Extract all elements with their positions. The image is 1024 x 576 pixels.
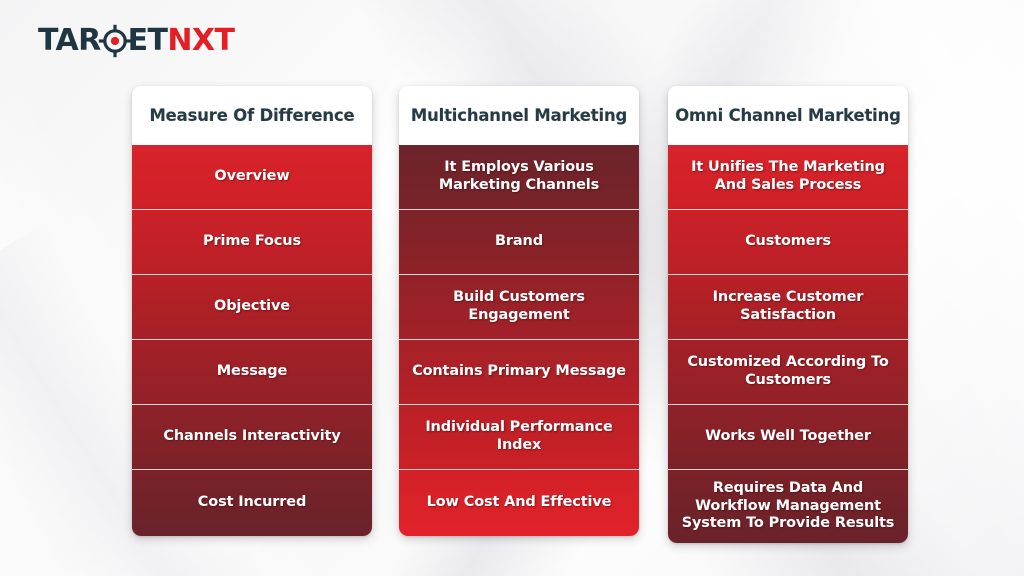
logo-text-target-prefix: TAR (38, 23, 101, 58)
table-row[interactable]: It Unifies The Marketing And Sales Proce… (668, 145, 908, 210)
table-row[interactable]: Prime Focus (132, 210, 372, 275)
column-header: Multichannel Marketing (399, 86, 639, 145)
cell-label: Customized According To Customers (687, 354, 889, 388)
cell-label: Cost Incurred (197, 494, 307, 511)
column-body: Overview Prime Focus Objective Message C… (132, 145, 372, 536)
cell-label: Build Customers Engagement (453, 289, 585, 323)
cell-label: Objective (214, 298, 290, 315)
column-header: Omni Channel Marketing (668, 86, 908, 145)
cell-label: It Unifies The Marketing And Sales Proce… (691, 159, 885, 193)
table-row[interactable]: Channels Interactivity (132, 405, 372, 470)
cell-label: Works Well Together (705, 428, 871, 445)
table-row[interactable]: Increase Customer Satisfaction (668, 275, 908, 340)
table-row[interactable]: Brand (399, 210, 639, 275)
target-crosshair-icon (98, 24, 132, 58)
table-row[interactable]: Build Customers Engagement (399, 275, 639, 340)
cell-label: Contains Primary Message (412, 363, 626, 380)
brand-logo[interactable]: TAR ET NXT (38, 22, 235, 60)
table-row[interactable]: Individual Performance Index (399, 405, 639, 470)
cell-label: Individual Performance Index (425, 419, 613, 453)
logo-text-nxt: NXT (167, 23, 235, 58)
table-row[interactable]: Low Cost And Effective (399, 470, 639, 536)
cell-label: Customers (745, 233, 831, 250)
cell-label: Overview (214, 168, 290, 185)
logo-text-target-suffix: ET (127, 23, 168, 58)
table-row[interactable]: Message (132, 340, 372, 405)
column-header-label: Omni Channel Marketing (675, 106, 901, 125)
comparison-column-measure-of-difference: Measure Of Difference Overview Prime Foc… (132, 86, 372, 536)
column-body: It Employs Various Marketing Channels Br… (399, 145, 639, 536)
cell-label: Prime Focus (203, 233, 301, 250)
background-streak (259, 0, 1024, 576)
cell-label: Increase Customer Satisfaction (712, 289, 864, 323)
cell-label: Requires Data And Workflow Management Sy… (681, 479, 895, 532)
table-row[interactable]: Contains Primary Message (399, 340, 639, 405)
table-row[interactable]: Customized According To Customers (668, 340, 908, 405)
table-row[interactable]: Cost Incurred (132, 470, 372, 536)
cell-label: Low Cost And Effective (426, 494, 612, 511)
cell-label: Message (216, 363, 288, 380)
cell-label: Brand (495, 233, 543, 250)
column-body: It Unifies The Marketing And Sales Proce… (668, 145, 908, 543)
table-row[interactable]: Overview (132, 145, 372, 210)
column-header: Measure Of Difference (132, 86, 372, 145)
table-row[interactable]: Objective (132, 275, 372, 340)
cell-label: Channels Interactivity (163, 428, 341, 445)
table-row[interactable]: Works Well Together (668, 405, 908, 470)
table-row[interactable]: Customers (668, 210, 908, 275)
column-header-label: Measure Of Difference (149, 106, 355, 125)
comparison-column-multichannel-marketing: Multichannel Marketing It Employs Variou… (399, 86, 639, 536)
cell-label: It Employs Various Marketing Channels (438, 159, 600, 193)
table-row[interactable]: Requires Data And Workflow Management Sy… (668, 470, 908, 543)
column-header-label: Multichannel Marketing (410, 106, 628, 125)
comparison-column-omni-channel-marketing: Omni Channel Marketing It Unifies The Ma… (668, 86, 908, 543)
table-row[interactable]: It Employs Various Marketing Channels (399, 145, 639, 210)
